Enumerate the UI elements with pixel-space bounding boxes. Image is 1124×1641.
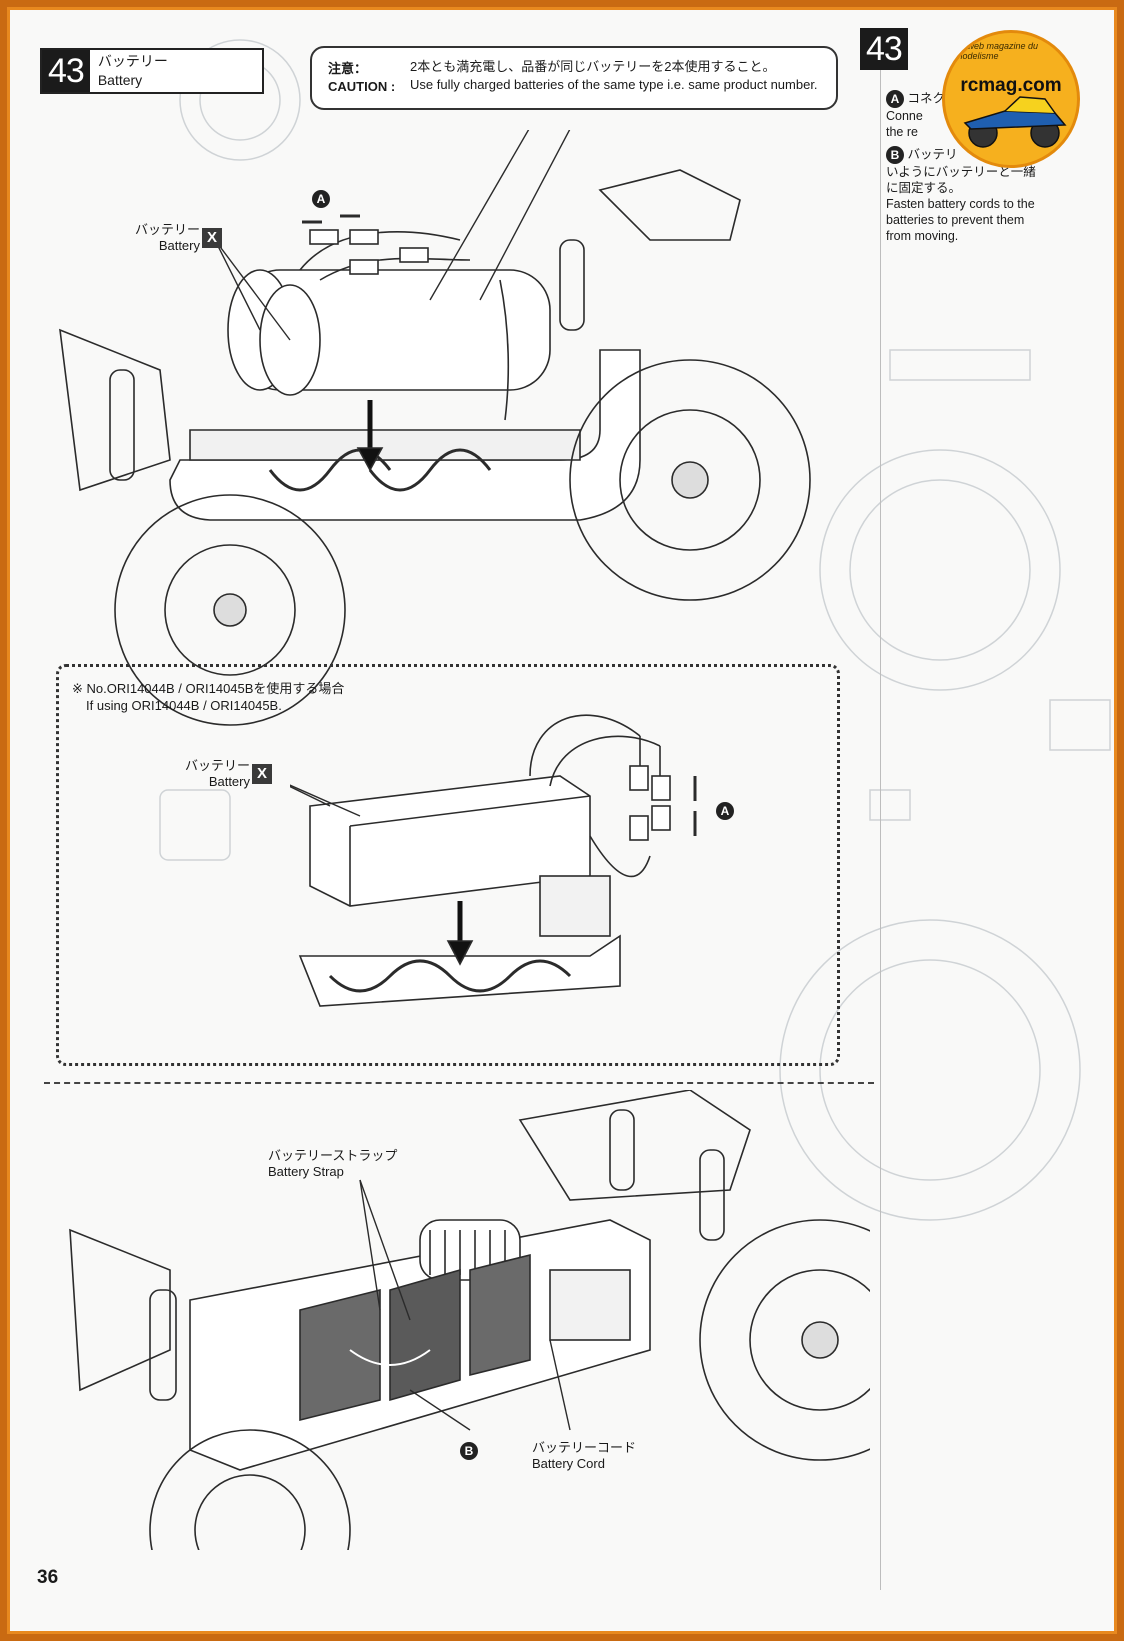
- marker-a-alt: A: [716, 802, 734, 820]
- ghost-background-drawing: [159, 39, 1111, 1221]
- note-a-en-1: Conne: [886, 109, 923, 123]
- battery-strap-label-en: Battery Strap: [268, 1164, 344, 1179]
- caution-label-en: CAUTION :: [328, 79, 396, 94]
- note-b-jp-1: バッテリ: [907, 147, 958, 162]
- note-b-en-2: batteries to prevent them: [886, 213, 1025, 227]
- step-title-en: Battery: [97, 72, 143, 88]
- figure-alt-battery: [290, 714, 697, 1007]
- battery-cord-label-jp: バッテリーコード: [532, 1440, 637, 1455]
- figure-battery-install: [59, 130, 811, 726]
- logo-ring-text: Le web magazine du modelisme: [955, 41, 1039, 61]
- x-marker-alt: X: [252, 764, 272, 784]
- battery-strap-label: バッテリーストラップ Battery Strap: [268, 1148, 397, 1180]
- side-step-43-badge: 43: [860, 28, 908, 70]
- battery-label-top: バッテリー Battery: [120, 222, 200, 254]
- note-a-en-2: the re: [886, 125, 918, 139]
- caution-text-en: Use fully charged batteries of the same …: [410, 77, 818, 92]
- column-divider: [880, 30, 881, 1590]
- battery-label-alt-en: Battery: [208, 774, 250, 789]
- step-title: バッテリー Battery: [90, 50, 262, 92]
- x-marker-alt-icon: X: [252, 764, 272, 784]
- battery-cord-label-en: Battery Cord: [532, 1456, 605, 1471]
- step-number: 43: [42, 50, 90, 92]
- x-marker-top-icon: X: [202, 228, 222, 248]
- side-step-number: 43: [860, 28, 908, 70]
- battery-strap-label-jp: バッテリーストラップ: [268, 1148, 398, 1163]
- battery-label-alt-jp: バッテリー: [184, 758, 250, 773]
- caution-box: 注意： CAUTION : 2本とも満充電し、品番が同じバッテリーを2本使用する…: [310, 46, 838, 110]
- note-b-en-3: from moving.: [886, 229, 959, 243]
- manual-page: 43 バッテリー Battery 注意： CAUTION : 2本とも満充電し、…: [10, 10, 1114, 1631]
- note-a-jp: コネク: [907, 91, 945, 106]
- alt-battery-box: [56, 664, 840, 1066]
- step-title-jp: バッテリー: [97, 53, 168, 69]
- note-b-en-1: Fasten battery cords to the: [886, 197, 1035, 211]
- battery-label-top-en: Battery: [158, 238, 200, 253]
- alt-note: ※ No.ORI14044B / ORI14045Bを使用する場合 If usi…: [72, 680, 344, 714]
- logo-brand-text: rcmag.com: [960, 75, 1062, 96]
- marker-a-top: A: [312, 190, 330, 208]
- battery-label-alt: バッテリー Battery: [170, 758, 250, 790]
- rcmag-logo: Le web magazine du modelisme rcmag.com: [942, 30, 1080, 168]
- marker-a-top-icon: A: [312, 190, 330, 208]
- step-43-badge: 43 バッテリー Battery: [40, 48, 264, 94]
- page-number: 36: [37, 1567, 59, 1588]
- marker-b-bottom-icon: B: [460, 1442, 478, 1460]
- note-b-jp-2: いようにバッテリーと一緒: [886, 165, 1036, 179]
- caution-text-jp: 2本とも満充電し、品番が同じバッテリーを2本使用すること。: [410, 59, 776, 74]
- side-notes: A コネク Conne the re B バッテリ いようにバッテリーと一緒 に…: [886, 90, 1086, 244]
- marker-b-bottom: B: [460, 1442, 478, 1460]
- alt-note-jp: ※ No.ORI14044B / ORI14045Bを使用する場合: [72, 681, 345, 696]
- caution-label-jp: 注意：: [328, 61, 368, 76]
- caution-text: 2本とも満充電し、品番が同じバッテリーを2本使用すること。 Use fully …: [410, 58, 818, 94]
- battery-label-top-jp: バッテリー: [134, 222, 200, 237]
- alt-note-en: If using ORI14044B / ORI14045B.: [86, 698, 282, 713]
- figure-battery-strap: [69, 1090, 870, 1550]
- note-b-jp-3: に固定する。: [886, 181, 962, 195]
- marker-a-icon: A: [886, 90, 904, 108]
- buggy-icon: [963, 96, 1067, 148]
- section-divider: [44, 1082, 874, 1084]
- marker-a-alt-icon: A: [716, 802, 734, 820]
- x-marker-top: X: [202, 228, 222, 248]
- battery-cord-label: バッテリーコード Battery Cord: [532, 1440, 636, 1472]
- marker-b-icon: B: [886, 146, 904, 164]
- caution-label: 注意： CAUTION :: [328, 60, 395, 96]
